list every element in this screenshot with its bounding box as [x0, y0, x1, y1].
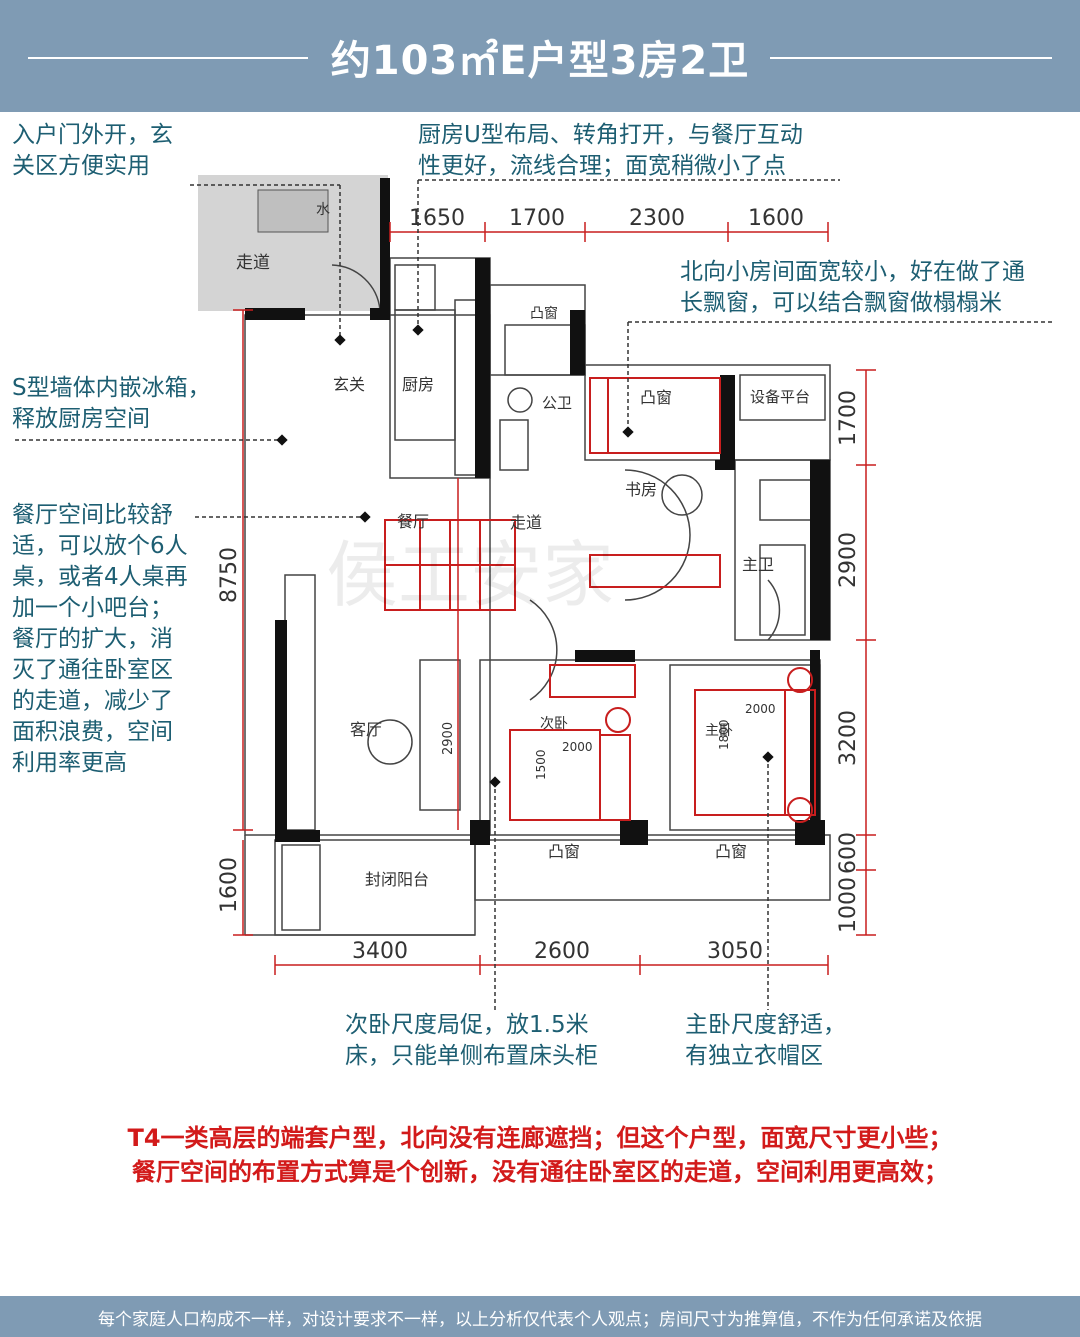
bed-master-width: 2000 [745, 702, 776, 716]
dim-bottom-3: 3050 [707, 939, 763, 964]
annotation-dining: 餐厅空间比较舒 适，可以放个6人 桌，或者4人桌再 加一个小吧台； 餐厅的扩大，… [12, 500, 188, 779]
dimension-lines [233, 222, 876, 975]
room-bay-window-south-2: 凸窗 [715, 842, 747, 861]
red-furniture [384, 377, 816, 830]
room-bay-window-north-small: 凸窗 [530, 305, 558, 322]
room-water: 水 [316, 202, 330, 218]
annotation-fridge: S型墙体内嵌冰箱， 释放厨房空间 [12, 373, 211, 435]
summary-line-1: T4一类高层的端套户型，北向没有连廊遮挡；但这个户型，面宽尺寸更小些； [127, 1124, 953, 1152]
dim-top-3: 2300 [629, 206, 685, 231]
north-bay-window-seat [589, 377, 721, 454]
annotation-fridge-line-2: 释放厨房空间 [12, 406, 150, 432]
room-entry: 玄关 [333, 375, 365, 394]
second-bedroom-wardrobe [549, 664, 636, 698]
study-wardrobe [589, 554, 721, 588]
annotation-master-bedroom: 主卧尺度舒适， 有独立衣帽区 [685, 1010, 846, 1072]
annotation-second-bedroom-line-2: 床，只能单侧布置床头柜 [345, 1043, 598, 1069]
dim-top-2: 1700 [509, 206, 565, 231]
dim-right-2: 2900 [836, 532, 861, 588]
annotation-kitchen-line-1: 厨房U型布局、转角打开，与餐厅互动 [418, 122, 803, 148]
leader-lines [15, 179, 1055, 1010]
dim-top-4: 1600 [748, 206, 804, 231]
annotation-kitchen: 厨房U型布局、转角打开，与餐厅互动 性更好，流线合理；面宽稍微小了点 [418, 120, 803, 182]
annotation-dining-line-3: 桌，或者4人桌再 [12, 564, 188, 590]
room-kitchen: 厨房 [402, 375, 434, 394]
annotation-master-bedroom-line-1: 主卧尺度舒适， [685, 1012, 846, 1038]
summary-line-2: 餐厅空间的布置方式算是个创新，没有通往卧室区的走道，空间利用更高效； [132, 1158, 948, 1186]
annotation-dining-line-6: 灭了通往卧室区 [12, 657, 173, 683]
dim-right-1: 1700 [836, 390, 861, 446]
room-master-bedroom: 主卧 [705, 723, 733, 739]
room-second-bedroom: 次卧 [540, 716, 568, 732]
dim-right-5: 1000 [836, 877, 861, 933]
annotation-dining-line-7: 的走道，减少了 [12, 688, 173, 714]
bed-second-length: 1500 [534, 749, 548, 780]
annotation-north-room: 北向小房间面宽较小，好在做了通 长飘窗，可以结合飘窗做榻榻米 [680, 257, 1025, 319]
annotation-entry: 入户门外开，玄 关区方便实用 [12, 120, 173, 182]
room-living: 客厅 [350, 720, 382, 739]
bed-second-width: 2000 [562, 740, 593, 754]
annotation-north-room-line-1: 北向小房间面宽较小，好在做了通 [680, 259, 1025, 285]
bed-master-length: 1800 [717, 719, 731, 750]
room-dining: 餐厅 [397, 512, 429, 531]
living-dimension: 2900 [441, 722, 456, 755]
dim-bottom-2: 2600 [534, 939, 590, 964]
annotation-entry-line-1: 入户门外开，玄 [12, 122, 173, 148]
room-hallway: 走道 [510, 513, 542, 532]
annotation-dining-line-5: 餐厅的扩大，消 [12, 626, 173, 652]
room-bay-window-south-1: 凸窗 [548, 842, 580, 861]
room-enclosed-balcony: 封闭阳台 [365, 870, 429, 889]
footer-banner: 每个家庭人口构成不一样，对设计要求不一样，以上分析仅代表个人观点；房间尺寸为推算… [0, 1296, 1080, 1337]
annotation-second-bedroom-line-1: 次卧尺度局促，放1.5米 [345, 1012, 589, 1038]
footer-disclaimer: 每个家庭人口构成不一样，对设计要求不一样，以上分析仅代表个人观点；房间尺寸为推算… [98, 1310, 982, 1330]
annotation-dining-line-8: 面积浪费，空间 [12, 719, 173, 745]
title-rule-right [770, 57, 1052, 59]
header-banner: 约103㎡E户型3房2卫 [0, 0, 1080, 112]
leader-dots [276, 324, 774, 788]
annotation-dining-line-1: 餐厅空间比较舒 [12, 502, 173, 528]
annotation-second-bedroom: 次卧尺度局促，放1.5米 床，只能单侧布置床头柜 [345, 1010, 598, 1072]
dim-right-3: 3200 [836, 710, 861, 766]
annotation-dining-line-4: 加一个小吧台； [12, 595, 173, 621]
annotation-dining-line-2: 适，可以放个6人 [12, 533, 188, 559]
room-bay-window-north: 凸窗 [640, 388, 672, 407]
dim-right-4: 600 [836, 832, 861, 874]
room-master-bath: 主卫 [742, 555, 774, 574]
room-corridor-outside: 走道 [236, 253, 270, 273]
title-rule-left [28, 57, 308, 59]
annotation-kitchen-line-2: 性更好，流线合理；面宽稍微小了点 [418, 153, 786, 179]
room-study: 书房 [625, 480, 657, 499]
room-public-bath: 公卫 [542, 394, 572, 412]
dim-left-1: 8750 [217, 547, 242, 603]
dim-left-2: 1600 [217, 857, 242, 913]
water-shaft [257, 189, 329, 233]
dim-bottom-1: 3400 [352, 939, 408, 964]
annotation-fridge-line-1: S型墙体内嵌冰箱， [12, 375, 211, 401]
annotation-north-room-line-2: 长飘窗，可以结合飘窗做榻榻米 [680, 290, 1002, 316]
page-title: 约103㎡E户型3房2卫 [330, 38, 750, 84]
annotation-dining-line-9: 利用率更高 [12, 750, 127, 776]
room-equipment-platform: 设备平台 [750, 388, 810, 406]
annotation-master-bedroom-line-2: 有独立衣帽区 [685, 1043, 823, 1069]
annotation-entry-line-2: 关区方便实用 [12, 153, 150, 179]
watermark: 侯工安家 [326, 533, 614, 617]
